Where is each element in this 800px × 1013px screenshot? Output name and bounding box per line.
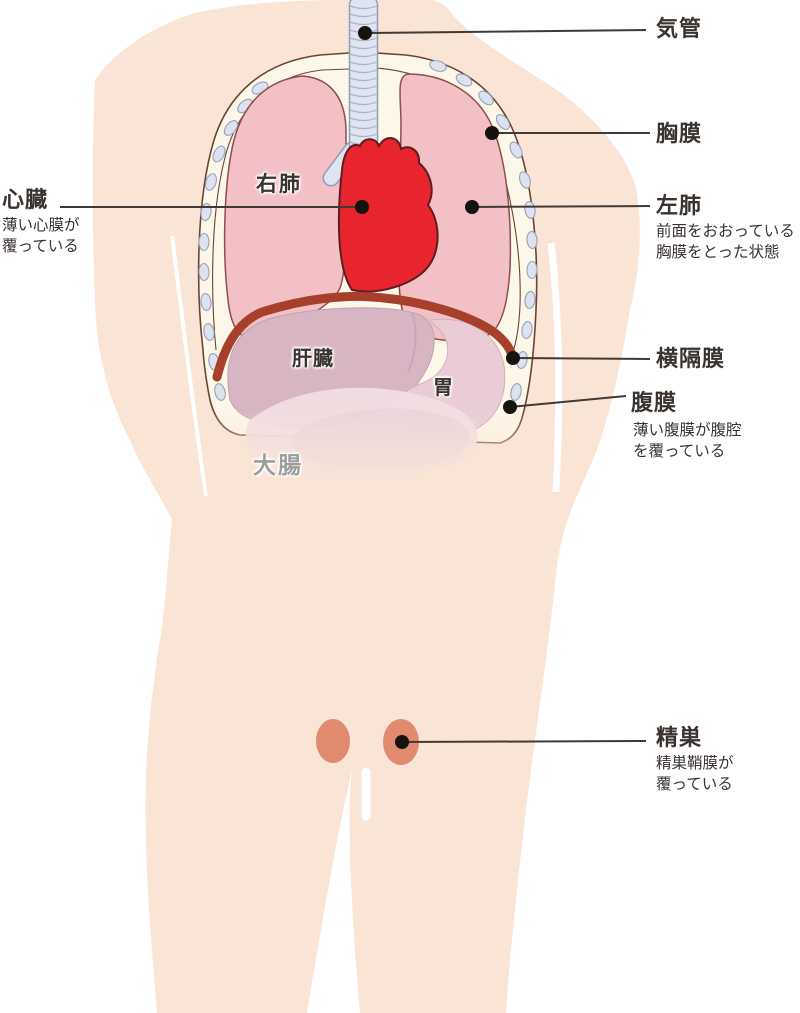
large-intestine-label: 大腸: [253, 452, 303, 478]
testis-annotation-sub: 精巣鞘膜が 覆っている: [656, 753, 734, 795]
left-lung-annotation-sub-line2: 胸膜をとった状態: [656, 244, 780, 261]
peritoneum-annotation-sub: 薄い腹膜が腹腔 を覆っている: [631, 420, 742, 462]
left-lung-annotation-title: 左肺: [656, 193, 703, 218]
testis-annotation-sub-line1: 精巣鞘膜が: [656, 755, 734, 772]
peritoneum-annotation-sub-line2: を覆っている: [633, 443, 726, 460]
leader-heart: [60, 200, 369, 214]
heart-annotation-sub-line1: 薄い心膜が: [2, 217, 80, 234]
leader-left-lung: [465, 200, 651, 214]
leader-lines: [60, 26, 651, 749]
peritoneum-annotation: 腹膜 薄い腹膜が腹腔 を覆っている: [631, 390, 742, 462]
testis-annotation-sub-line2: 覆っている: [656, 776, 733, 793]
heart-annotation-sub: 薄い心膜が 覆っている: [2, 215, 80, 257]
silhouette-gaps: [170, 235, 563, 1013]
liver-ligament-line: [407, 311, 417, 373]
trachea-annotation: 気管: [656, 16, 702, 41]
leader-testis: [395, 735, 647, 749]
diaphragm-annotation-title: 横隔膜: [656, 346, 726, 371]
trachea-annotation-title: 気管: [656, 16, 703, 41]
pleura-annotation-title: 胸膜: [656, 121, 703, 146]
leader-pleura: [485, 126, 650, 140]
diaphragm-annotation: 横隔膜: [656, 346, 725, 371]
left-lung-annotation-sub-line1: 前面をおおっている: [656, 223, 795, 240]
peritoneum-annotation-title: 腹膜: [631, 390, 678, 415]
heart-annotation: 心臓 薄い心膜が 覆っている: [2, 187, 80, 257]
peritoneum-annotation-sub-line1: 薄い腹膜が腹腔: [633, 422, 742, 439]
leader-trachea: [358, 26, 647, 40]
abdominal-organs: [198, 307, 528, 518]
right-lung-label: 右肺: [256, 173, 302, 196]
left-lung-annotation-sub: 前面をおおっている 胸膜をとった状態: [656, 221, 795, 263]
heart-shape: [337, 137, 439, 293]
leader-peritoneum: [503, 395, 627, 414]
abdomen-fade: [198, 408, 528, 518]
testis-annotation-title: 精巣: [656, 725, 703, 750]
heart-annotation-sub-line2: 覆っている: [2, 238, 79, 255]
left-lung-annotation: 左肺 前面をおおっている 胸膜をとった状態: [656, 193, 795, 263]
heart-annotation-title: 心臓: [2, 187, 49, 212]
leader-diaphragm: [506, 351, 651, 365]
stomach-label: 胃: [433, 377, 453, 399]
liver-label: 肝臓: [292, 348, 334, 370]
diaphragm-shape: [212, 291, 518, 382]
testis-annotation: 精巣 精巣鞘膜が 覆っている: [656, 725, 734, 795]
pleura-annotation: 胸膜: [656, 121, 702, 146]
